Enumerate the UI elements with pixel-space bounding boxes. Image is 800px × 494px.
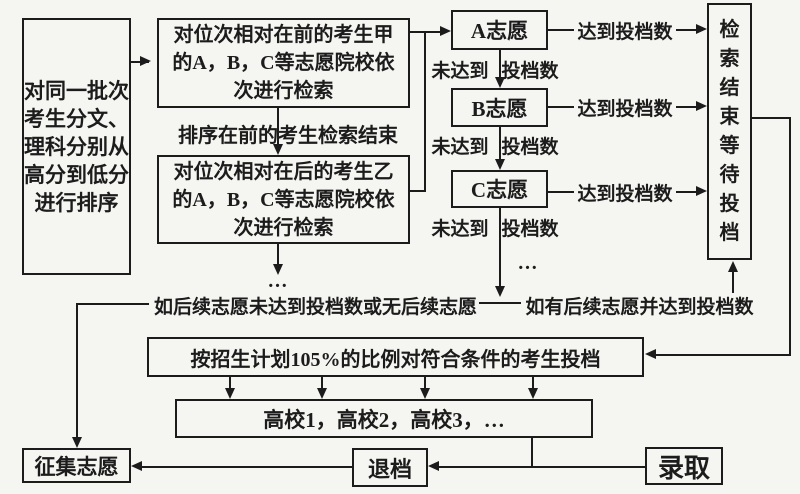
arrowhead-b-right [696,101,707,111]
connector-loop-right [789,117,791,356]
quota-ratio-box: 按招生计划105%的比例对符合条件的考生投档 [147,337,644,377]
connector-quota-col-3 [424,377,426,389]
connector-c-down [499,208,501,287]
choice-c-box: C志愿 [451,170,548,208]
arrowhead-to-collect [72,437,82,448]
admit-box: 录取 [645,447,723,485]
collect-volunteer-box: 征集志愿 [22,448,131,483]
arrowhead-a-right [696,24,707,34]
connector-a-to-b [499,50,501,78]
connector-b-right-2 [676,106,697,108]
label-no-next-volunteer: 如后续志愿未达到投档数或无后续志愿 [153,296,477,318]
connector-admit-to-withdraw [439,466,645,468]
connector-yi-down [277,244,279,265]
label-quota-count-b: 投档数 [501,136,559,158]
label-quota-count-c: 投档数 [501,218,559,240]
arrowhead-hasnext-up [728,261,738,272]
withdraw-box: 退档 [352,448,428,487]
arrowhead-sort-to-jia [140,56,151,66]
connector-withdraw-to-collect [142,466,352,468]
connector-loop-bottom [656,354,791,356]
arrowhead-jia-to-a [440,26,451,36]
connector-quota-col-1 [229,377,231,389]
connector-c-right-2 [676,191,697,193]
label-sorted-first-done: 排序在前的考生检索结束 [178,124,398,147]
choice-a-box: A志愿 [451,10,548,50]
label-reached-quota-c: 达到投档数 [577,183,673,205]
label-reached-quota-b: 达到投档数 [577,98,673,120]
ellipsis-c-chain: … [517,251,539,274]
label-not-reached-b: 未达到 [431,136,489,158]
connector-hasnext-up [732,272,734,293]
candidate-jia-box: 对位次相对在前的考生甲 的A，B，C等志愿院校依 次进行检索 [157,18,410,108]
connector-a-right-2 [676,29,697,31]
search-wait-box: 检 索 结 束 等 待 投 档 [707,3,752,260]
arrowhead-quota-col-4 [528,388,538,399]
connector-mid-segment [479,302,521,304]
connector-quota-col-2 [321,377,323,389]
choice-b-box: B志愿 [451,88,548,127]
arrowhead-loop-into-quota [645,349,656,359]
ellipsis-below-yi: … [267,269,289,292]
label-not-reached-c: 未达到 [431,218,489,240]
arrowhead-quota-col-2 [317,388,327,399]
label-not-reached-a: 未达到 [431,60,489,82]
arrowhead-jia-to-yi [273,144,283,155]
arrowhead-quota-col-3 [420,388,430,399]
arrowhead-quota-col-1 [225,388,235,399]
label-has-next-volunteer: 如有后续志愿并达到投档数 [525,296,754,318]
sort-batch-box: 对同一批次 考生分文、 理科分别从 高分到低分 进行排序 [22,18,131,275]
colleges-box: 高校1，高校2，高校3，… [175,399,593,438]
connector-colleges-down [531,438,533,467]
arrowhead-into-collect [131,461,142,471]
connector-yi-stub [410,190,426,192]
connector-quota-col-4 [532,377,534,389]
connector-to-collect [76,303,78,437]
arrowhead-a-to-b [495,77,505,88]
connector-b-right-1 [548,106,574,108]
label-quota-count-a: 投档数 [501,60,559,82]
arrowhead-yi-down [273,264,283,275]
connector-c-right-1 [548,191,574,193]
arrowhead-c-right [696,186,707,196]
connector-b-to-c [499,127,501,160]
candidate-yi-box: 对位次相对在后的考生乙 的A，B，C等志愿院校依 次进行检索 [157,155,410,244]
connector-yi-riser [424,31,426,192]
connector-loop-top [752,117,791,119]
connector-a-right-1 [548,29,574,31]
arrowhead-b-to-c [495,159,505,170]
connector-jia-to-yi [277,108,279,145]
label-reached-quota-a: 达到投档数 [577,21,673,43]
arrowhead-c-down [495,286,505,297]
arrowhead-into-withdraw [428,461,439,471]
connector-mid-left [77,303,149,305]
